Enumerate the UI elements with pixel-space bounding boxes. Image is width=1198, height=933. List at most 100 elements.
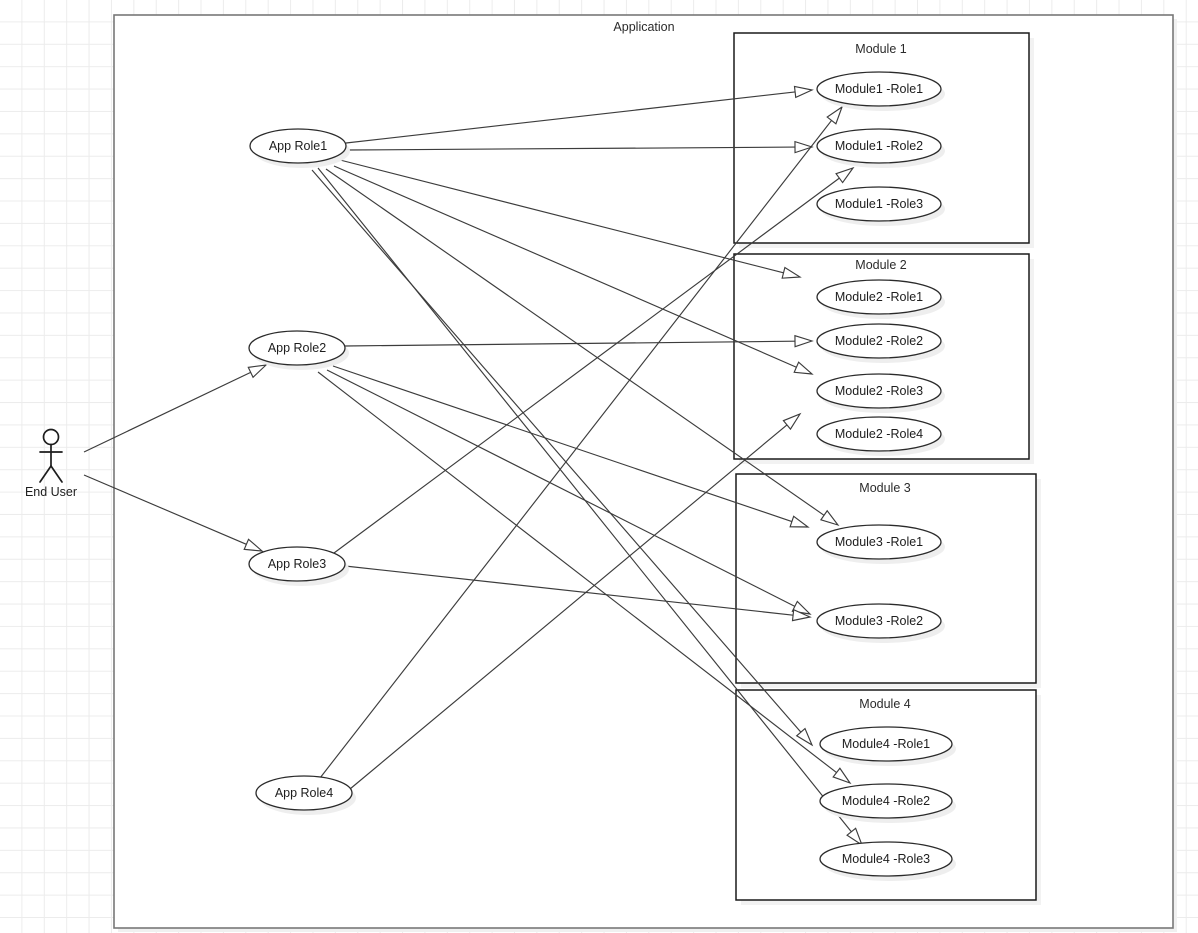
m3-r2-group[interactable]: Module3 -Role2 xyxy=(816,603,945,643)
m4-r3-group[interactable]: Module4 -Role3 xyxy=(819,841,956,881)
boundary-title: Application xyxy=(613,20,674,34)
m1-r3-group[interactable]: Module1 -Role3 xyxy=(816,186,945,226)
connection-c2 xyxy=(83,474,264,552)
module-rect[interactable] xyxy=(735,473,1037,684)
m4-r1-shape[interactable] xyxy=(819,726,953,762)
connection-c5 xyxy=(339,159,802,279)
generalization-arrowhead-icon xyxy=(826,105,844,125)
actor-left-leg-icon xyxy=(39,465,52,483)
m2-r4-group[interactable]: Module2 -Role4 xyxy=(816,416,945,456)
m1-r1-shape[interactable] xyxy=(816,71,942,107)
m1-r1-group[interactable]: Module1 -Role1 xyxy=(816,71,945,111)
m1-r2-group[interactable]: Module1 -Role2 xyxy=(816,128,945,168)
generalization-arrowhead-icon xyxy=(781,266,802,279)
connection-line xyxy=(345,91,796,144)
app-role-1-group[interactable]: App Role1 xyxy=(249,128,350,168)
connection-line xyxy=(333,165,797,368)
connection-c14 xyxy=(344,565,812,622)
m2-r4-shape[interactable] xyxy=(816,416,942,452)
connection-c17 xyxy=(317,167,864,847)
m1-r2-label: Module1 -Role2 xyxy=(835,139,923,153)
actor-end-user[interactable]: End User xyxy=(25,428,77,500)
connection-line xyxy=(325,168,825,516)
m1-r1-label: Module1 -Role1 xyxy=(835,82,923,96)
generalization-arrowhead-icon xyxy=(795,727,814,747)
generalization-arrowhead-icon xyxy=(794,334,814,348)
connection-line xyxy=(344,565,794,616)
connection-c16 xyxy=(349,412,802,790)
app-role-1-shape[interactable] xyxy=(249,128,347,164)
module-title: Module 3 xyxy=(859,481,910,495)
m4-r2-label: Module4 -Role2 xyxy=(842,794,930,808)
generalization-arrowhead-icon xyxy=(247,364,268,379)
actor-head-icon xyxy=(42,428,60,446)
module-3-group: Module 3 xyxy=(735,473,1041,688)
m1-r2-shape[interactable] xyxy=(816,128,942,164)
generalization-arrowhead-icon xyxy=(789,515,810,528)
connection-line xyxy=(317,167,852,833)
app-role-4-label: App Role4 xyxy=(275,786,333,800)
generalization-arrowhead-icon xyxy=(846,827,864,847)
connection-line xyxy=(326,369,796,607)
m4-r2-group[interactable]: Module4 -Role2 xyxy=(819,783,956,823)
generalization-arrowhead-icon xyxy=(835,166,855,184)
connection-line xyxy=(83,474,247,545)
module-title: Module 1 xyxy=(855,42,906,56)
m4-r3-label: Module4 -Role3 xyxy=(842,852,930,866)
m2-r3-label: Module2 -Role3 xyxy=(835,384,923,398)
generalization-arrowhead-icon xyxy=(794,140,814,154)
m2-r1-group[interactable]: Module2 -Role1 xyxy=(816,279,945,319)
m2-r3-group[interactable]: Module2 -Role3 xyxy=(816,373,945,413)
app-role-2-label: App Role2 xyxy=(268,341,326,355)
connection-c4 xyxy=(345,140,814,154)
app-role-3-label: App Role3 xyxy=(268,557,326,571)
m2-r2-shape[interactable] xyxy=(816,323,942,359)
connection-line xyxy=(83,371,251,453)
m4-r3-shape[interactable] xyxy=(819,841,953,877)
connection-c3 xyxy=(345,85,814,144)
m3-r1-label: Module3 -Role1 xyxy=(835,535,923,549)
connection-c6 xyxy=(333,165,814,375)
m4-r1-group[interactable]: Module4 -Role1 xyxy=(819,726,956,766)
m3-r2-label: Module3 -Role2 xyxy=(835,614,923,628)
generalization-arrowhead-icon xyxy=(782,412,802,431)
m3-r1-group[interactable]: Module3 -Role1 xyxy=(816,524,945,564)
app-role-4-group[interactable]: App Role4 xyxy=(255,775,356,815)
connection-line xyxy=(344,340,796,347)
app-role-3-group[interactable]: App Role3 xyxy=(248,546,349,586)
m2-r3-shape[interactable] xyxy=(816,373,942,409)
generalization-arrowhead-icon xyxy=(832,767,852,785)
m3-r1-shape[interactable] xyxy=(816,524,942,560)
generalization-arrowhead-icon xyxy=(819,509,840,527)
m2-r2-label: Module2 -Role2 xyxy=(835,334,923,348)
connection-line xyxy=(345,146,796,151)
m4-r1-label: Module4 -Role1 xyxy=(842,737,930,751)
app-role-3-shape[interactable] xyxy=(248,546,346,582)
generalization-arrowhead-icon xyxy=(791,608,812,622)
actor-label: End User xyxy=(25,485,77,499)
connection-c1 xyxy=(83,364,268,453)
connection-line xyxy=(311,169,802,733)
connection-c13 xyxy=(333,166,855,554)
m4-r2-shape[interactable] xyxy=(819,783,953,819)
connection-line xyxy=(349,424,788,790)
connection-line xyxy=(333,177,840,554)
app-role-2-shape[interactable] xyxy=(248,330,346,366)
generalization-arrowhead-icon xyxy=(793,85,814,99)
m3-r2-shape[interactable] xyxy=(816,603,942,639)
connection-c8 xyxy=(311,169,814,747)
m2-r4-label: Module2 -Role4 xyxy=(835,427,923,441)
app-role-2-group[interactable]: App Role2 xyxy=(248,330,349,370)
generalization-arrowhead-icon xyxy=(793,361,814,375)
connection-c9 xyxy=(344,334,814,348)
connection-c10 xyxy=(332,365,810,528)
m2-r1-label: Module2 -Role1 xyxy=(835,290,923,304)
m1-r3-shape[interactable] xyxy=(816,186,942,222)
app-role-4-shape[interactable] xyxy=(255,775,353,811)
m2-r2-group[interactable]: Module2 -Role2 xyxy=(816,323,945,363)
connection-c15 xyxy=(319,105,844,779)
m2-r1-shape[interactable] xyxy=(816,279,942,315)
